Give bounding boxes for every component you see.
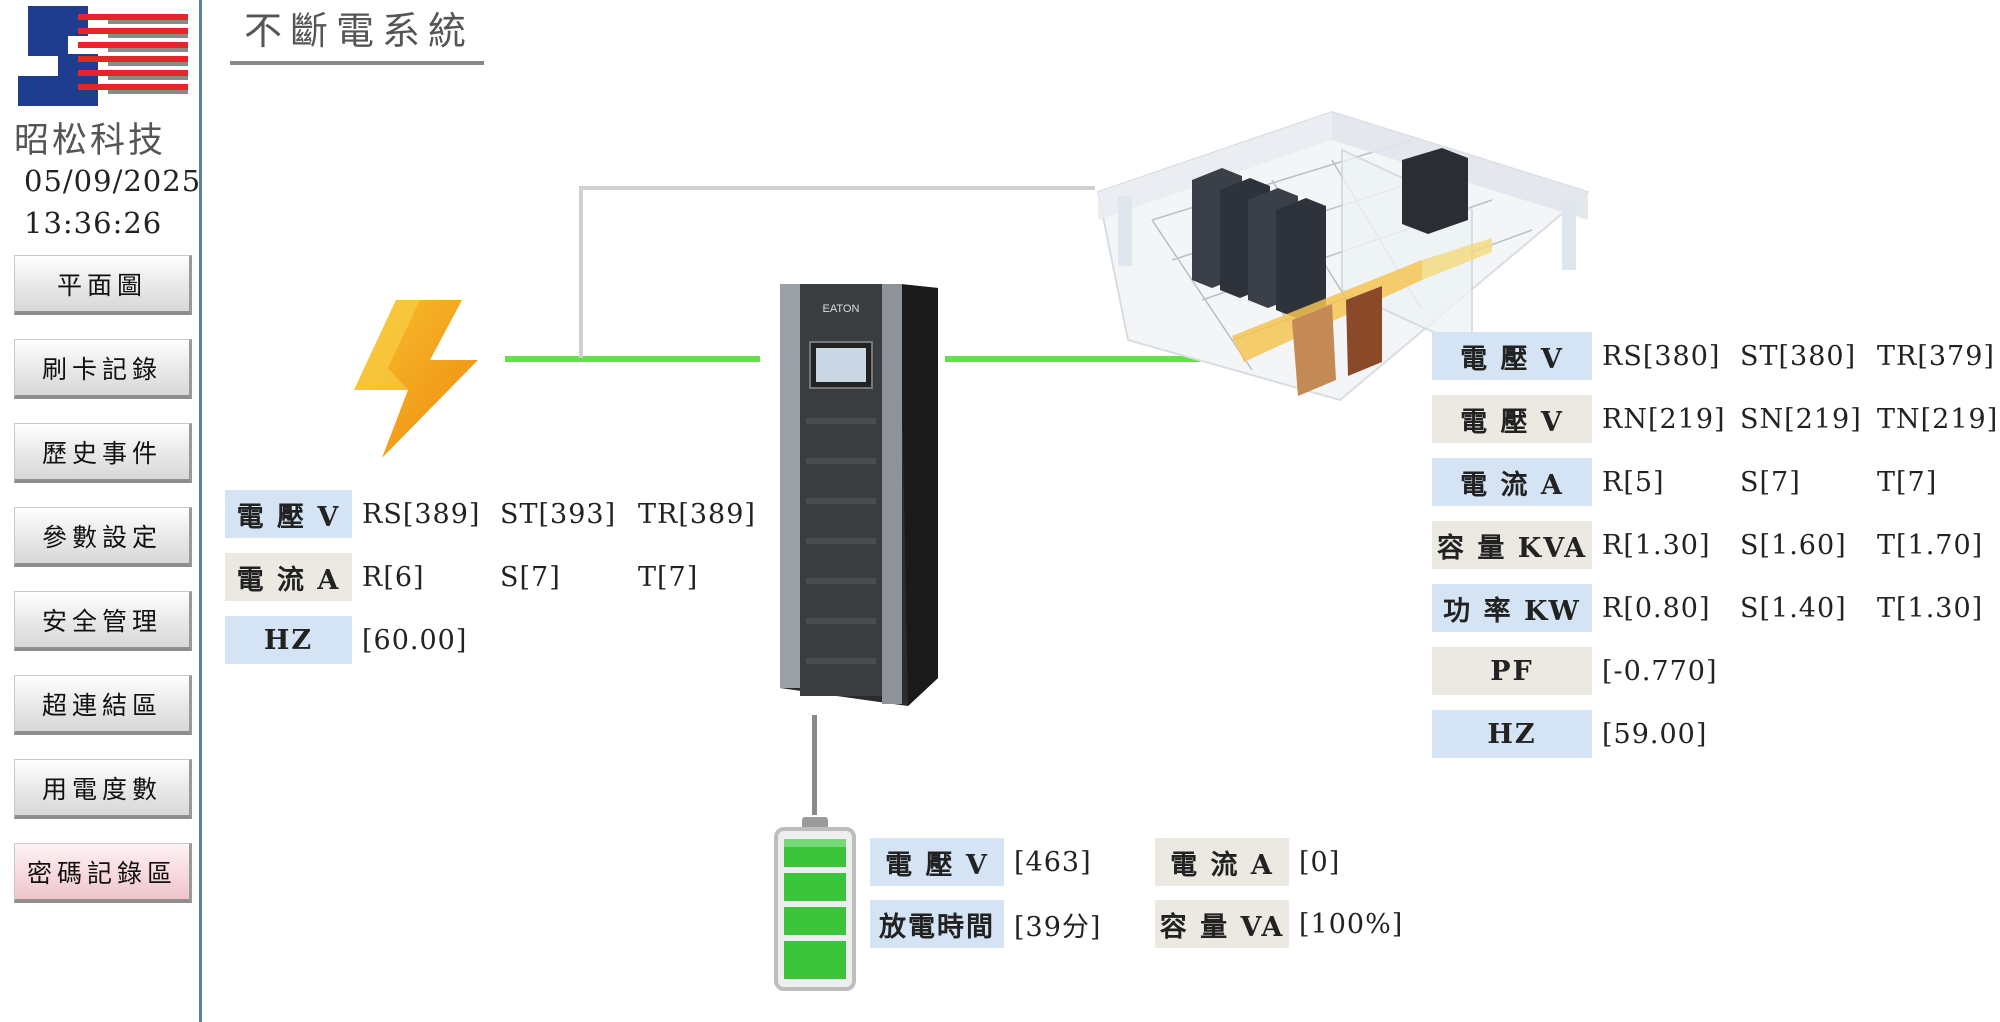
output-voltage-tn: TN[219] <box>1877 403 1999 435</box>
ups-brand-label: EATON <box>823 303 860 315</box>
nav-card-records-button[interactable]: 刷卡記錄 <box>14 339 192 399</box>
bypass-line-horizontal <box>579 186 1095 190</box>
current-time: 13:36:26 <box>24 206 163 240</box>
output-voltage-st: ST[380] <box>1740 340 1857 372</box>
output-power-label: 功 率 KW <box>1432 584 1592 632</box>
input-current-t: T[7] <box>638 561 699 593</box>
input-voltage-st: ST[393] <box>500 498 617 530</box>
bypass-line-vertical <box>579 188 583 358</box>
output-hz-value: [59.00] <box>1602 718 1708 750</box>
output-current-label: 電 流 A <box>1432 458 1592 506</box>
input-power-line <box>505 356 760 362</box>
output-voltage-sn: SN[219] <box>1740 403 1862 435</box>
output-current-s: S[7] <box>1740 466 1801 498</box>
battery-discharge-time-value: [39分] <box>1014 911 1102 943</box>
output-capacity-s: S[1.60] <box>1740 529 1847 561</box>
battery-current-value: [0] <box>1299 846 1341 878</box>
lightning-icon <box>354 300 478 458</box>
input-voltage-tr: TR[389] <box>638 498 756 530</box>
sidebar: 昭松科技 05/09/2025 13:36:26 平面圖 刷卡記錄 歷史事件 參… <box>0 0 202 1022</box>
input-hz-label: HZ <box>225 616 352 664</box>
battery-current-label: 電 流 A <box>1155 838 1289 886</box>
output-voltage-rs: RS[380] <box>1602 340 1721 372</box>
ups-cabinet: EATON <box>780 284 938 706</box>
output-line-voltage-label: 電 壓 V <box>1432 332 1592 380</box>
page-title: 不斷電系統 <box>230 0 485 65</box>
battery-voltage-label: 電 壓 V <box>870 838 1004 886</box>
input-hz-value: [60.00] <box>362 624 468 656</box>
input-current-s: S[7] <box>500 561 561 593</box>
company-logo <box>18 6 194 106</box>
battery-capacity-value: [100%] <box>1299 908 1404 940</box>
nav-hyperlink-area-button[interactable]: 超連結區 <box>14 675 192 735</box>
battery-voltage-value: [463] <box>1014 846 1092 878</box>
output-pf-value: [-0.770] <box>1602 655 1718 687</box>
output-power-s: S[1.40] <box>1740 592 1847 624</box>
nav-parameter-settings-button[interactable]: 參數設定 <box>14 507 192 567</box>
battery-icon <box>774 817 856 991</box>
nav-history-events-button[interactable]: 歷史事件 <box>14 423 192 483</box>
output-current-r: R[5] <box>1602 466 1665 498</box>
current-date: 05/09/2025 <box>24 164 202 198</box>
output-voltage-tr: TR[379] <box>1877 340 1995 372</box>
battery-line <box>812 715 817 815</box>
nav-password-records-button[interactable]: 密碼記錄區 <box>14 843 192 903</box>
input-current-label: 電 流 A <box>225 553 352 601</box>
output-power-t: T[1.30] <box>1877 592 1984 624</box>
nav-floor-plan-button[interactable]: 平面圖 <box>14 255 192 315</box>
output-current-t: T[7] <box>1877 466 1938 498</box>
server-room-illustration <box>1096 110 1591 402</box>
battery-discharge-time-label: 放電時間 <box>870 900 1004 948</box>
output-phase-voltage-label: 電 壓 V <box>1432 395 1592 443</box>
output-power-line <box>945 356 1200 362</box>
input-voltage-label: 電 壓 V <box>225 490 352 538</box>
output-capacity-r: R[1.30] <box>1602 529 1711 561</box>
output-capacity-label: 容 量 KVA <box>1432 521 1592 569</box>
brand-name: 昭松科技 <box>14 121 167 161</box>
output-voltage-rn: RN[219] <box>1602 403 1726 435</box>
battery-capacity-label: 容 量 VA <box>1155 900 1289 948</box>
output-hz-label: HZ <box>1432 710 1592 758</box>
input-voltage-rs: RS[389] <box>362 498 481 530</box>
output-power-r: R[0.80] <box>1602 592 1711 624</box>
nav-power-usage-button[interactable]: 用電度數 <box>14 759 192 819</box>
output-capacity-t: T[1.70] <box>1877 529 1984 561</box>
input-current-r: R[6] <box>362 561 425 593</box>
nav-security-management-button[interactable]: 安全管理 <box>14 591 192 651</box>
output-pf-label: PF <box>1432 647 1592 695</box>
